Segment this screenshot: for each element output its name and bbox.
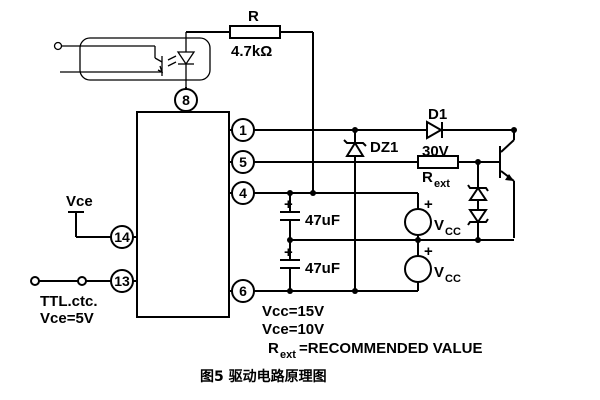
note-vce: Vce=10V bbox=[262, 321, 324, 338]
note-rext-name: R bbox=[268, 340, 279, 357]
collector-node bbox=[511, 127, 517, 133]
pin-8-label: 8 bbox=[182, 92, 190, 108]
pin-5 bbox=[231, 150, 255, 174]
pin-14 bbox=[110, 225, 134, 249]
pin-5-label: 5 bbox=[239, 154, 247, 170]
ttl-voltage-label: Vce=5V bbox=[40, 310, 94, 327]
vcc-source-2-name: V bbox=[434, 264, 444, 281]
zener-dz1-label: DZ1 bbox=[370, 139, 398, 156]
ttl-terminal-right bbox=[77, 276, 87, 286]
ttl-terminal-left bbox=[30, 276, 40, 286]
resistor-rext-subscript: ext bbox=[434, 178, 450, 190]
pin-6 bbox=[231, 279, 255, 303]
pin-1 bbox=[231, 118, 255, 142]
zener-dz1 bbox=[343, 139, 367, 157]
pin-13 bbox=[110, 269, 134, 293]
figure-caption: 图5 驱动电路原理图 bbox=[200, 368, 327, 385]
vcc-source-1-name: V bbox=[434, 217, 444, 234]
resistor-r-value: 4.7kΩ bbox=[231, 43, 272, 60]
diode-d1 bbox=[426, 120, 444, 140]
ttl-input-label: TTL.ctc. bbox=[40, 293, 98, 310]
pin-8 bbox=[174, 88, 198, 112]
note-rext-subscript: ext bbox=[280, 349, 296, 361]
resistor-rext-name: R bbox=[422, 169, 433, 186]
capacitor-2-polarity: + bbox=[284, 244, 293, 261]
vce-label: Vce bbox=[66, 193, 93, 210]
capacitor-2-value: 47uF bbox=[305, 260, 340, 277]
optocoupler-led bbox=[176, 51, 196, 66]
vcc-source-2-polarity: + bbox=[424, 243, 433, 260]
diode-d1-label: D1 bbox=[428, 106, 447, 123]
pin-1-label: 1 bbox=[239, 122, 247, 138]
capacitor-1-value: 47uF bbox=[305, 212, 340, 229]
vcc-source-1-polarity: + bbox=[424, 196, 433, 213]
resistor-r bbox=[229, 25, 281, 39]
gate-protection-zeners bbox=[467, 184, 489, 226]
optocoupler-housing bbox=[79, 37, 211, 81]
vcc-source-2-subscript: CC bbox=[445, 273, 461, 285]
resistor-r-name: R bbox=[248, 8, 259, 25]
note-vcc: Vcc=15V bbox=[262, 303, 324, 320]
vcc-source-1-subscript: CC bbox=[445, 226, 461, 238]
resistor-rext bbox=[417, 155, 459, 169]
pin-4 bbox=[231, 181, 255, 205]
pin-4-label: 4 bbox=[239, 185, 247, 201]
pin-6-label: 6 bbox=[239, 283, 247, 299]
note-rext-value: =RECOMMENDED VALUE bbox=[299, 340, 483, 357]
capacitor-1-polarity: + bbox=[284, 196, 293, 213]
pin-14-label: 14 bbox=[114, 229, 130, 245]
igbt-transistor bbox=[499, 130, 515, 238]
optocoupler bbox=[53, 32, 211, 87]
driver-ic bbox=[136, 111, 230, 318]
optocoupler-input-terminal bbox=[53, 41, 63, 51]
pin-13-label: 13 bbox=[114, 273, 130, 289]
